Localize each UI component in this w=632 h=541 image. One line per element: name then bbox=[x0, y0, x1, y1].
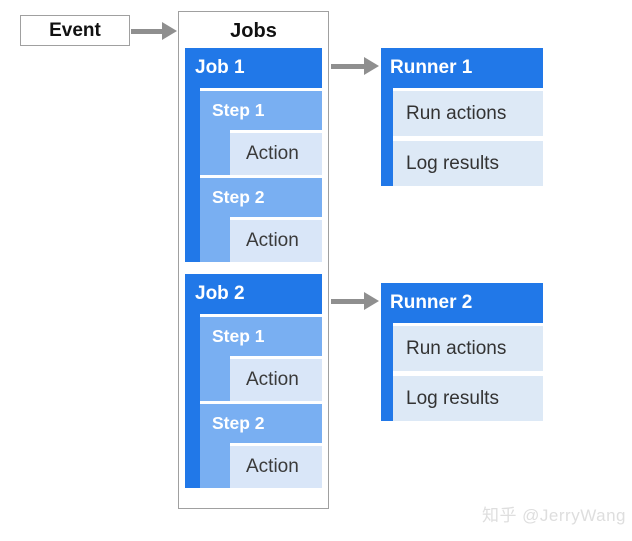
job-1-step-1-actions: Action bbox=[230, 130, 322, 175]
job-2-step-2: Step 2 Action bbox=[200, 401, 322, 488]
arrow-head-icon bbox=[364, 57, 379, 75]
job-1-step-1: Step 1 Action bbox=[200, 88, 322, 175]
runner-2-rows: Run actions Log results bbox=[393, 323, 543, 421]
runner-1-row-run-actions: Run actions bbox=[393, 91, 543, 136]
job-block-2: Job 2 Step 1 Action Step 2 Action bbox=[185, 274, 322, 488]
job-1-step-2-label: Step 2 bbox=[212, 187, 265, 207]
job-2-step-2-label: Step 2 bbox=[212, 413, 265, 433]
runner-2-left-strip bbox=[381, 323, 393, 421]
arrow-job1-to-runner1 bbox=[331, 57, 379, 75]
job-2-step-2-action: Action bbox=[230, 443, 322, 488]
runner-1-row-log-results: Log results bbox=[393, 141, 543, 186]
job-2-steps: Step 1 Action Step 2 Action bbox=[200, 314, 322, 488]
job-2-step-1: Step 1 Action bbox=[200, 314, 322, 401]
runner-2-label: Runner 2 bbox=[381, 283, 543, 323]
arrow-job2-to-runner2 bbox=[331, 292, 379, 310]
job-1-step-2-actions: Action bbox=[230, 217, 322, 262]
event-box: Event bbox=[20, 15, 130, 46]
job-2-step-1-action: Action bbox=[230, 356, 322, 401]
job-1-steps: Step 1 Action Step 2 Action bbox=[200, 88, 322, 262]
jobs-panel: Jobs Job 1 Step 1 Action Step 2 Action bbox=[178, 11, 329, 509]
runner-1-left-strip bbox=[381, 88, 393, 186]
jobs-panel-title: Jobs bbox=[230, 20, 277, 42]
runner-2-row-run-actions: Run actions bbox=[393, 326, 543, 371]
arrow-head-icon bbox=[162, 22, 177, 40]
runner-panel-2: Runner 2 Run actions Log results bbox=[381, 283, 543, 421]
runner-1-rows: Run actions Log results bbox=[393, 88, 543, 186]
arrow-event-to-jobs bbox=[131, 22, 177, 40]
arrow-head-icon bbox=[364, 292, 379, 310]
job-2-label: Job 2 bbox=[195, 283, 245, 304]
arrow-shaft bbox=[331, 63, 364, 69]
job-1-step-2-action: Action bbox=[230, 217, 322, 262]
job-2-step-1-label: Step 1 bbox=[212, 326, 265, 346]
runner-panel-1: Runner 1 Run actions Log results bbox=[381, 48, 543, 186]
runner-2-body: Run actions Log results bbox=[381, 323, 543, 421]
job-2-step-2-actions: Action bbox=[230, 443, 322, 488]
arrow-shaft bbox=[131, 28, 162, 34]
runner-2-row-log-results: Log results bbox=[393, 376, 543, 421]
job-2-step-1-actions: Action bbox=[230, 356, 322, 401]
job-block-1: Job 1 Step 1 Action Step 2 Action bbox=[185, 48, 322, 262]
event-label: Event bbox=[49, 19, 101, 41]
watermark: 知乎 @JerryWang bbox=[481, 506, 626, 525]
job-1-label: Job 1 bbox=[195, 57, 245, 78]
runner-1-label: Runner 1 bbox=[381, 48, 543, 88]
job-1-step-1-action: Action bbox=[230, 130, 322, 175]
job-1-step-1-label: Step 1 bbox=[212, 100, 265, 120]
job-1-step-2: Step 2 Action bbox=[200, 175, 322, 262]
arrow-shaft bbox=[331, 298, 364, 304]
runner-1-body: Run actions Log results bbox=[381, 88, 543, 186]
